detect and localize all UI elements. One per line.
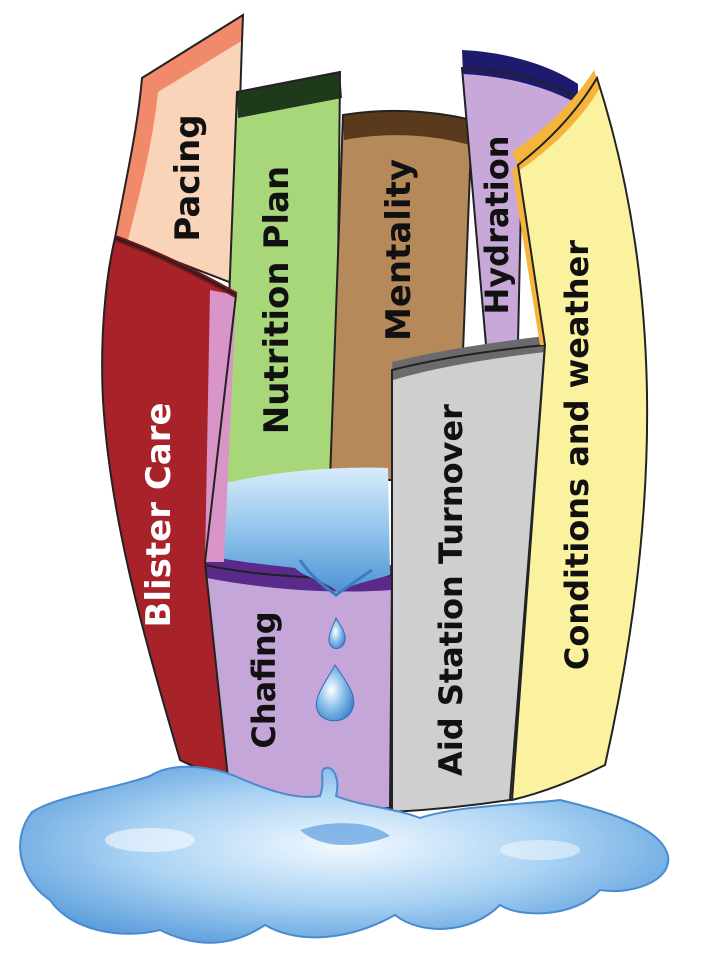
stave-conditions-and-weather: Conditions and weather: [510, 70, 649, 802]
puddle-body: [19, 765, 670, 944]
stave-aid-station-turnover-face: [392, 345, 545, 812]
water-body: [220, 467, 390, 592]
stave-aid-station-turnover-rim: [392, 336, 545, 380]
stave-aid-station-turnover: Aid Station Turnover: [391, 336, 547, 814]
water-drop-small: [328, 616, 346, 649]
stave-blister-care: Blister Care: [101, 235, 238, 780]
stave-conditions-and-weather-rim: [512, 70, 600, 170]
water-puddle: [19, 765, 670, 944]
water-surface: [220, 467, 390, 597]
water-drop-large: [315, 664, 355, 722]
stave-nutrition-plan: Nutrition Plan: [220, 70, 342, 490]
water-drops: [315, 616, 355, 722]
stave-conditions-and-weather-face: [512, 78, 648, 800]
stave-chafing: Chafing: [203, 555, 394, 811]
stave-nutrition-plan-face: [222, 72, 340, 488]
stave-blister-care-face: [102, 238, 237, 778]
stave-chafing-label: Chafing: [245, 611, 283, 748]
stave-mentality-label: Mentality: [379, 159, 419, 341]
stave-pacing-label: Pacing: [168, 114, 208, 241]
stave-nutrition-plan-rim: [237, 72, 342, 118]
stave-aid-station-turnover-label: Aid Station Turnover: [432, 404, 470, 776]
stave-pacing: Pacing: [113, 13, 245, 287]
stave-conditions-and-weather-label: Conditions and weather: [558, 240, 596, 670]
stave-hydration-rim: [462, 50, 578, 104]
stave-pacing-rim: [115, 15, 243, 240]
stave-chafing-face: [205, 565, 392, 810]
stave-mentality-rim: [343, 110, 472, 145]
stave-nutrition-plan-label: Nutrition Plan: [257, 166, 297, 434]
stave-blister-care-label: Blister Care: [139, 402, 179, 627]
stave-hydration-label: Hydration: [478, 136, 516, 315]
